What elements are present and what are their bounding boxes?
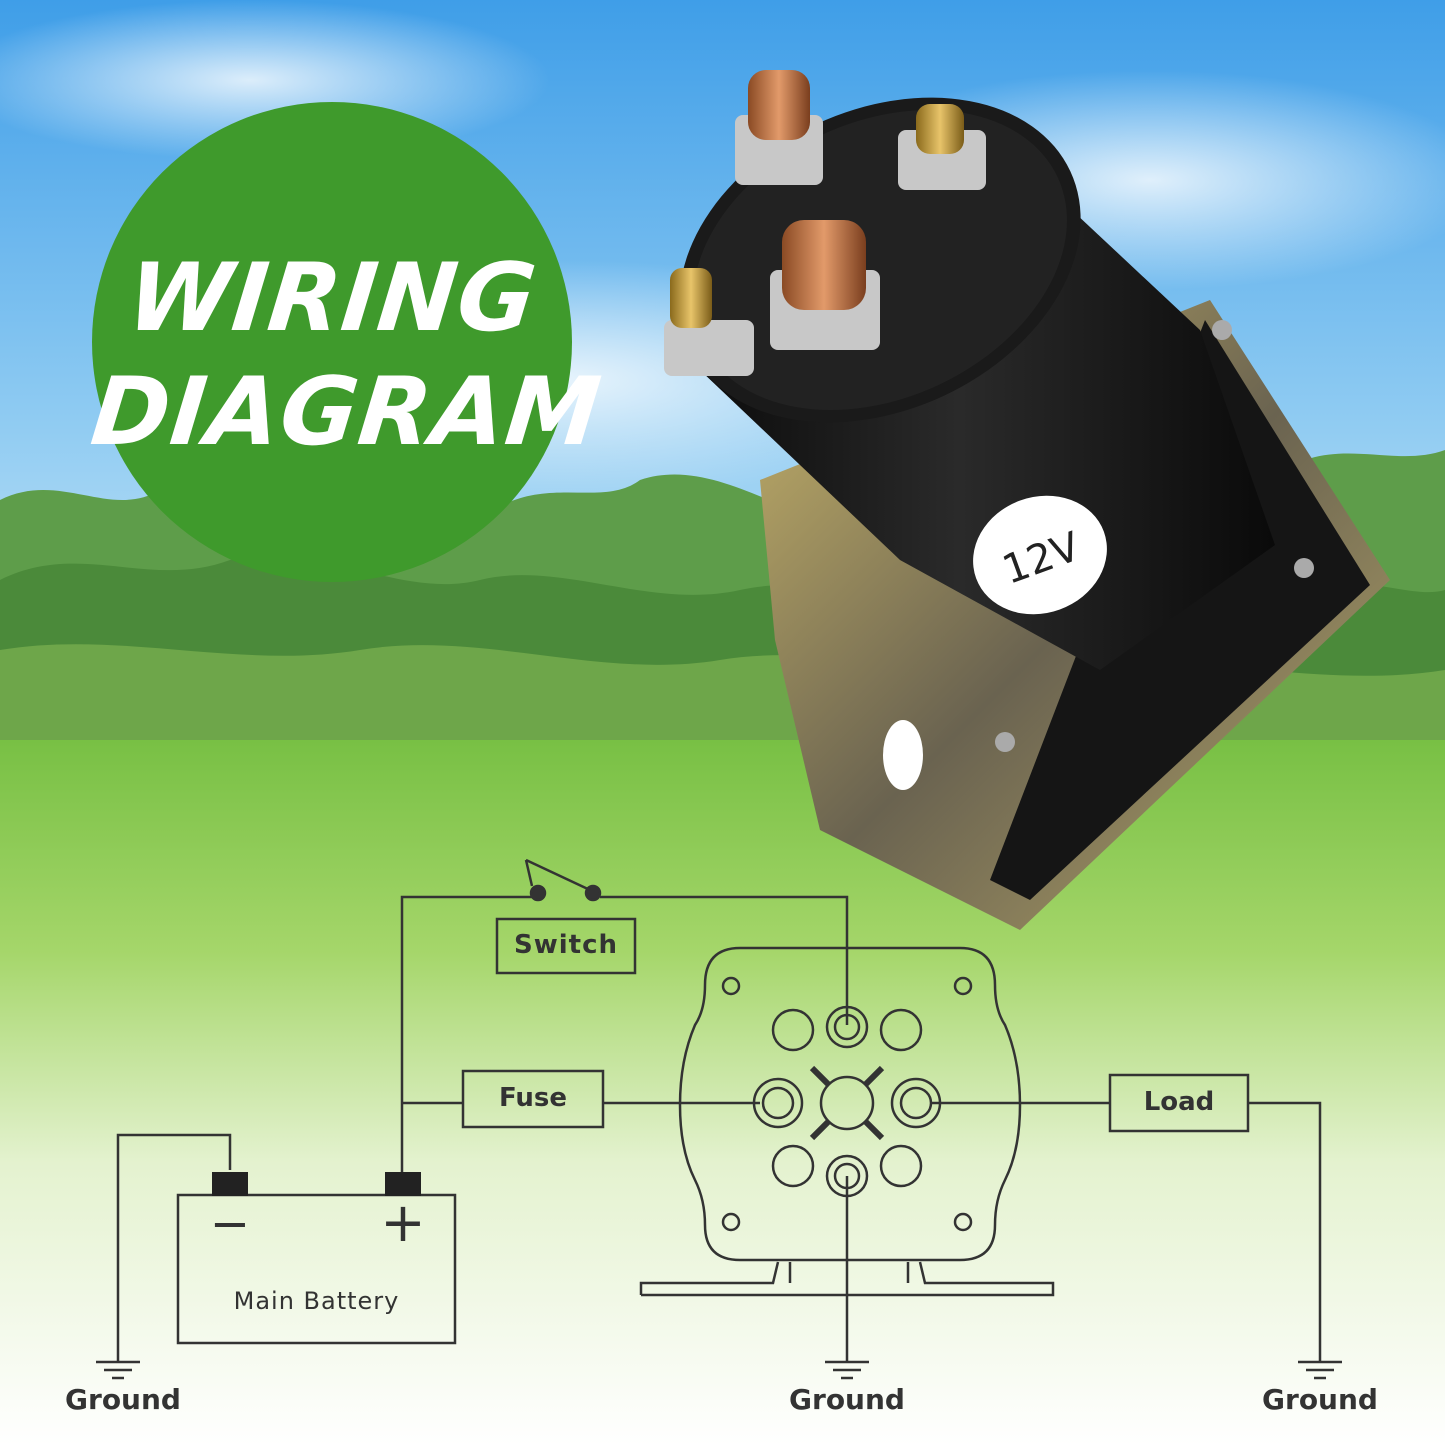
bracket-hole xyxy=(883,720,923,790)
bracket-foot-left xyxy=(639,1261,780,1295)
mount-hole xyxy=(953,976,973,996)
switch-stub xyxy=(524,859,534,887)
bracket-screw xyxy=(1212,320,1232,340)
small-terminal xyxy=(664,268,754,376)
unused-stud xyxy=(771,1144,815,1188)
center-spoke xyxy=(863,1119,885,1141)
battery-stud-inner xyxy=(761,1086,795,1120)
large-terminal xyxy=(735,70,823,185)
coil-terminal-top-inner xyxy=(833,1013,861,1041)
voltage-sticker: 12V xyxy=(973,495,1107,615)
fuse-label-box xyxy=(461,1069,605,1129)
main-battery xyxy=(176,1193,457,1345)
fuse-label: Fuse xyxy=(498,1083,568,1113)
battery-negative-terminal xyxy=(212,1172,248,1196)
battery-label: Main Battery xyxy=(233,1287,400,1315)
coil-terminal-top xyxy=(825,1005,869,1049)
load-stud xyxy=(890,1077,942,1129)
ground-symbol xyxy=(825,1360,869,1380)
ground-label: Ground xyxy=(789,1383,905,1416)
bracket-screw xyxy=(995,732,1015,752)
unused-stud xyxy=(879,1008,923,1052)
switch-label-box xyxy=(495,917,637,975)
center-spoke xyxy=(809,1119,831,1141)
load-ground-wire xyxy=(1248,1101,1322,1362)
mount-hole xyxy=(953,1212,973,1232)
ground-label: Ground xyxy=(65,1383,181,1416)
large-terminal xyxy=(770,220,880,350)
center-spoke xyxy=(863,1065,885,1087)
switch-label: Switch xyxy=(513,930,618,960)
battery-stud xyxy=(752,1077,804,1129)
load-label: Load xyxy=(1143,1087,1215,1117)
battery-minus-sign: − xyxy=(209,1196,251,1252)
switch-to-solenoid-wire xyxy=(600,895,849,1025)
ground-symbol xyxy=(1298,1360,1342,1380)
bracket-screw xyxy=(1294,558,1314,578)
wiring-diagram-badge: WIRING DIAGRAM xyxy=(86,102,606,582)
switch-contact xyxy=(529,884,547,902)
center-boss xyxy=(819,1075,875,1131)
unused-stud xyxy=(879,1144,923,1188)
small-terminal xyxy=(898,104,986,190)
mount-hole xyxy=(721,1212,741,1232)
switch-lever xyxy=(525,858,591,892)
center-spoke xyxy=(809,1065,831,1087)
unused-stud xyxy=(771,1008,815,1052)
bracket-foot-right xyxy=(641,1261,1055,1297)
battery-plus-sign: + xyxy=(380,1191,426,1254)
battery-ground-wire xyxy=(116,1133,232,1362)
ground-symbol xyxy=(96,1360,140,1380)
battery-positive-terminal xyxy=(385,1172,421,1196)
mount-hole xyxy=(721,976,741,996)
switch-feed-wire xyxy=(400,895,533,1175)
solenoid-base-outline xyxy=(678,946,1022,1262)
load-stud-inner xyxy=(899,1086,933,1120)
ground-label: Ground xyxy=(1262,1383,1378,1416)
